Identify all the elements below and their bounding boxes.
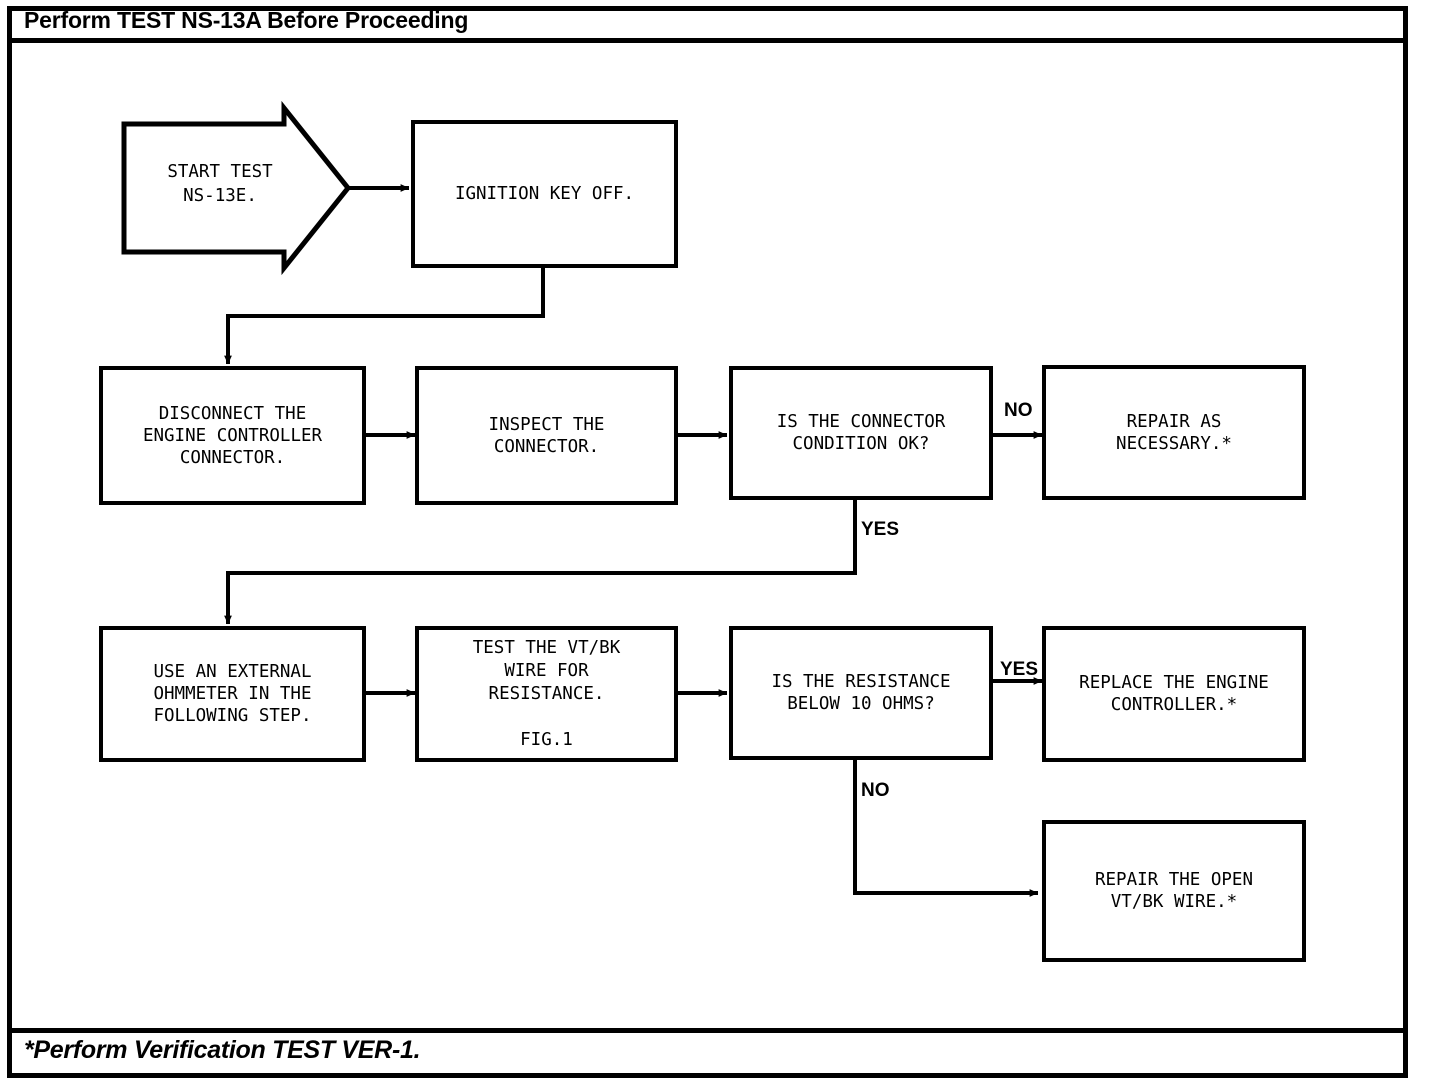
footer-note: *Perform Verification TEST VER-1. (24, 1036, 421, 1064)
page-border (7, 6, 1408, 1078)
start-shape-outline (121, 100, 352, 276)
node-repair-open-vtbk-wire[interactable]: REPAIR THE OPEN VT/BK WIRE.* (1042, 820, 1306, 962)
page-title: Perform TEST NS-13A Before Proceeding (24, 7, 469, 33)
edge-label-no-resistance: NO (861, 780, 890, 801)
edge-label-yes-connector: YES (861, 519, 900, 540)
node-use-external-ohmmeter[interactable]: USE AN EXTERNAL OHMMETER IN THE FOLLOWIN… (99, 626, 366, 762)
header-band (7, 6, 1408, 43)
edge-label-yes-resistance: YES (1000, 659, 1039, 680)
node-inspect-connector-label: INSPECT THE CONNECTOR. (488, 414, 605, 457)
node-test-wire-resistance-label: TEST THE VT/BK WIRE FOR RESISTANCE. FIG.… (472, 637, 621, 750)
node-replace-engine-controller-label: REPLACE THE ENGINE CONTROLLER.* (1079, 673, 1269, 715)
node-resistance-below-10-ohms[interactable]: IS THE RESISTANCE BELOW 10 OHMS? (729, 626, 993, 760)
node-connector-condition-ok[interactable]: IS THE CONNECTOR CONDITION OK? (729, 366, 993, 500)
node-use-external-ohmmeter-label: USE AN EXTERNAL OHMMETER IN THE FOLLOWIN… (153, 662, 312, 726)
edge-ignition-disconnect (224, 268, 545, 365)
node-start-label: START TEST NS-13E. (167, 162, 273, 206)
node-disconnect-connector[interactable]: DISCONNECT THE ENGINE CONTROLLER CONNECT… (99, 366, 366, 505)
edge-label-no-connector: NO (1004, 400, 1033, 421)
node-connector-condition-ok-label: IS THE CONNECTOR CONDITION OK? (776, 412, 946, 454)
node-resistance-below-10-ohms-label: IS THE RESISTANCE BELOW 10 OHMS? (771, 672, 951, 714)
node-ignition-key-off[interactable]: IGNITION KEY OFF. (411, 120, 678, 268)
node-repair-as-necessary-label: REPAIR AS NECESSARY.* (1116, 411, 1232, 454)
node-repair-as-necessary[interactable]: REPAIR AS NECESSARY.* (1042, 365, 1306, 500)
edge-resistance-repair-open (853, 760, 1039, 897)
node-inspect-connector[interactable]: INSPECT THE CONNECTOR. (415, 366, 678, 505)
node-disconnect-connector-label: DISCONNECT THE ENGINE CONTROLLER CONNECT… (142, 403, 323, 468)
edge-connector-ok-ohmmeter (224, 500, 857, 625)
footer-band (7, 1028, 1408, 1078)
node-ignition-key-off-label: IGNITION KEY OFF. (454, 184, 635, 204)
node-replace-engine-controller[interactable]: REPLACE THE ENGINE CONTROLLER.* (1042, 626, 1306, 762)
node-repair-open-vtbk-wire-label: REPAIR THE OPEN VT/BK WIRE.* (1094, 870, 1254, 912)
node-test-wire-resistance[interactable]: TEST THE VT/BK WIRE FOR RESISTANCE. FIG.… (415, 626, 678, 762)
